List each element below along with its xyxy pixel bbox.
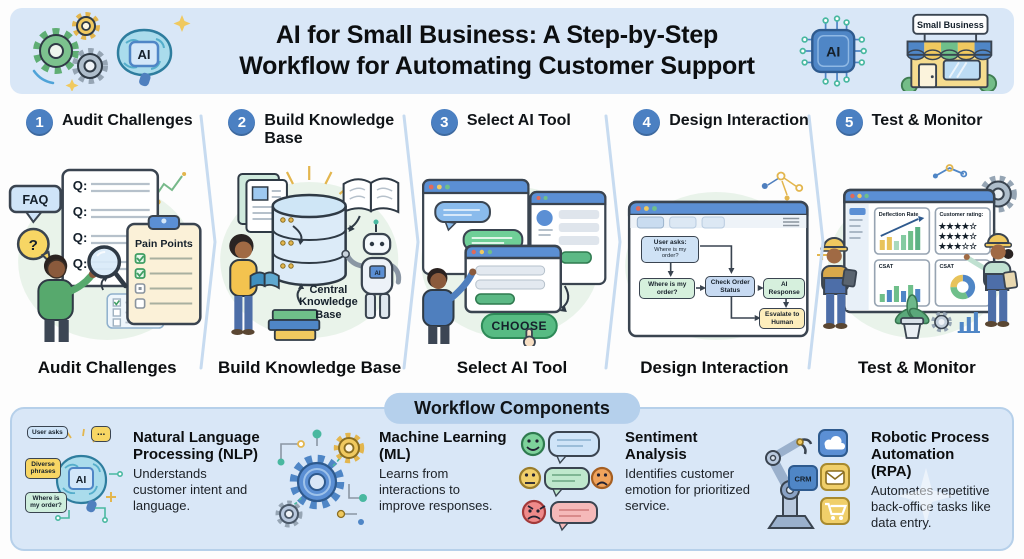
component-title: Natural Language Processing (NLP) xyxy=(133,429,260,464)
component-card-rpa: CRM Robotic Process Automation (RPA) Aut… xyxy=(758,426,1004,543)
component-title: Robotic Process Automation (RPA) xyxy=(871,429,990,481)
header-banner: AI AI for Small Business: A Step-by-Step… xyxy=(10,8,1014,94)
step-title: Design Interaction xyxy=(669,112,809,129)
step-card-design-interaction: 4 Design Interaction xyxy=(613,100,815,382)
step-illustration-knowledge-base: AI Central Knowledge Base xyxy=(208,154,410,346)
chevron-separator-icon xyxy=(402,114,420,370)
step-illustration-design-interaction: User asks: Where is my order? Where is m… xyxy=(613,154,815,346)
rpa-robot-arm-icon: CRM xyxy=(763,426,863,538)
step-title: Test & Monitor xyxy=(871,112,983,129)
central-knowledge-base-label: Central Knowledge Base xyxy=(299,284,358,321)
star-rating-row: ★★★★☆ xyxy=(938,221,978,231)
test-monitor-illustration-graphic: Deflection Rate Customer rating: CSAT CS… xyxy=(816,164,1018,339)
star-rating-row: ★★★★☆ xyxy=(938,231,978,241)
step-caption: Audit Challenges xyxy=(37,358,177,377)
step-caption: Design Interaction xyxy=(640,358,789,377)
question-bubble-label: ? xyxy=(29,237,38,254)
component-description: Understands customer intent and language… xyxy=(133,466,248,513)
workflow-components-title: Workflow Components xyxy=(384,392,640,424)
step-title: Build Knowledge Base xyxy=(264,112,395,147)
step-card-test-monitor: 5 Test & Monitor xyxy=(816,100,1018,382)
flow-box-ai-response: AI Response xyxy=(763,278,806,300)
deflection-rate-label: Deflection Rate xyxy=(878,212,918,218)
customer-rating-label: Customer rating: xyxy=(939,212,983,218)
audit-illustration-graphic: Q: Q: Q: Q: Pain Points xyxy=(8,168,202,342)
nlp-brain-icon: AI User asks ... Diverse phrases Where i… xyxy=(25,426,125,538)
step-caption: Build Knowledge Base xyxy=(217,358,402,377)
step-title: Audit Challenges xyxy=(62,112,193,129)
step-card-build-knowledge-base: 2 Build Knowledge Base xyxy=(208,100,410,382)
nlp-bubble-diverse-phrases: Diverse phrases xyxy=(25,458,61,479)
step-card-select-ai-tool: 3 Select AI Tool xyxy=(411,100,613,382)
crm-badge-label: CRM xyxy=(794,475,811,484)
step-caption: Test & Monitor xyxy=(857,358,976,377)
design-interaction-illustration-graphic xyxy=(625,171,809,340)
q-row-label: Q: xyxy=(73,204,88,219)
choose-button-label: CHOOSE xyxy=(491,319,547,333)
ai-chip-and-storefront-icon: AI Small Business xyxy=(799,13,998,91)
component-description: Learns from interactions to improve resp… xyxy=(379,466,493,513)
step-card-audit-challenges: 1 Audit Challenges Q: Q: Q: Q: xyxy=(6,100,208,382)
knowledge-base-illustration-graphic: AI xyxy=(220,166,402,341)
workflow-components-panel: Workflow Components AI xyxy=(10,392,1014,551)
q-row-label: Q: xyxy=(73,256,88,271)
store-sign-label: Small Business xyxy=(917,20,984,30)
chevron-separator-icon xyxy=(199,114,217,370)
flow-box-escalate-to-human: Esvalate to Human xyxy=(759,308,806,330)
step-number-badge: 3 xyxy=(430,109,458,136)
component-card-ml: Machine Learning (ML) Learns from intera… xyxy=(266,426,512,543)
nlp-bubble-user-asks: User asks xyxy=(27,426,68,440)
gears-and-ai-brain-icon: AI xyxy=(32,12,191,91)
step-number-badge: 2 xyxy=(228,109,256,136)
flow-box-where-is-my-order: Where is my order? xyxy=(639,278,696,300)
q-row-label: Q: xyxy=(73,178,88,193)
step-number-badge: 1 xyxy=(26,109,53,136)
step-number-badge: 5 xyxy=(835,109,863,136)
chevron-separator-icon xyxy=(604,114,622,370)
step-title: Select AI Tool xyxy=(466,112,571,129)
nlp-bubble-where-is-my-order: Where is my order? xyxy=(25,492,67,513)
page-title: AI for Small Business: A Step-by-Step Wo… xyxy=(200,20,794,83)
component-title: Sentiment Analysis xyxy=(625,429,698,464)
select-tool-illustration-graphic: CHOOSE xyxy=(420,178,607,346)
chip-label: AI xyxy=(826,45,840,61)
faq-bubble-label: FAQ xyxy=(22,193,48,207)
nlp-chip-label: AI xyxy=(76,474,87,486)
steps-row: 1 Audit Challenges Q: Q: Q: Q: xyxy=(6,100,1018,382)
component-card-nlp: AI User asks ... Diverse phrases Where i… xyxy=(20,426,266,543)
component-description: Automates repetitive back-office tasks l… xyxy=(871,483,991,530)
csat-donut-label: CSAT xyxy=(939,264,954,270)
q-row-label: Q: xyxy=(73,230,88,245)
step-illustration-select-tool: CHOOSE xyxy=(411,154,613,346)
component-description: Identifies customer emotion for prioriti… xyxy=(625,466,750,513)
component-title: Machine Learning (ML) xyxy=(379,429,507,464)
page-title-line2: Workflow for Automating Customer Support xyxy=(239,52,755,80)
ml-gears-icon xyxy=(271,426,371,538)
chevron-separator-icon xyxy=(807,114,825,370)
clipboard-title: Pain Points xyxy=(135,238,193,250)
flow-box-check-order-status: Check Order Status xyxy=(705,276,756,298)
step-illustration-audit: Q: Q: Q: Q: Pain Points xyxy=(6,154,208,346)
step-number-badge: 4 xyxy=(633,109,661,136)
sentiment-faces-icon xyxy=(517,426,617,538)
step-caption: Select AI Tool xyxy=(456,358,568,377)
star-rating-row: ★★★☆☆ xyxy=(938,241,978,251)
nlp-bubble-dots: ... xyxy=(91,426,112,443)
csat-bars-label: CSAT xyxy=(878,264,893,270)
component-card-sentiment: Sentiment Analysis Identifies customer e… xyxy=(512,426,758,543)
brain-chip-label: AI xyxy=(138,47,151,62)
step-illustration-test-monitor: Deflection Rate Customer rating: CSAT CS… xyxy=(816,154,1018,346)
page-title-line1: AI for Small Business: A Step-by-Step xyxy=(275,20,719,49)
robot-chest-label: AI xyxy=(375,271,381,277)
flow-box-user-asks: User asks: Where is my order? xyxy=(641,236,700,264)
